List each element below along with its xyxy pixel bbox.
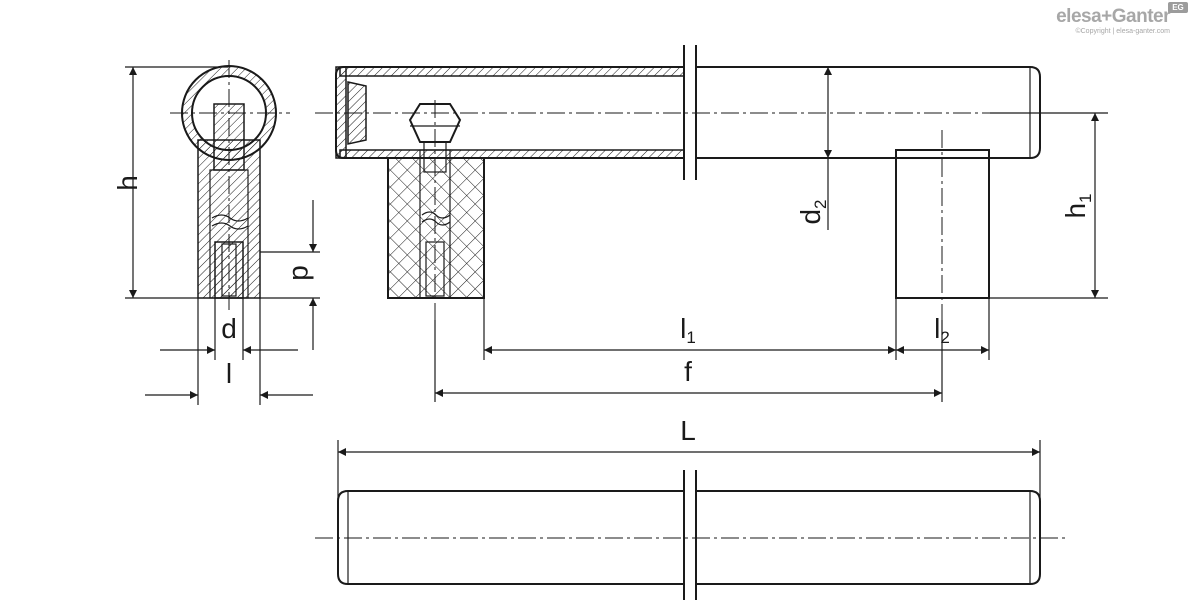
dim-h-label: h — [112, 175, 143, 191]
logo-badge: EG — [1168, 2, 1188, 13]
side-view: h p d l — [112, 60, 320, 405]
front-view: d2 h1 l1 l2 f — [315, 45, 1108, 402]
dim-L-label: L — [680, 415, 696, 446]
dim-h1-label: h1 — [1060, 193, 1095, 218]
nut — [408, 103, 462, 143]
left-leg — [387, 157, 485, 299]
top-view: L — [315, 415, 1065, 600]
elesa-ganter-logo: elesa+Ganter ©Copyright | elesa-ganter.c… — [1030, 2, 1188, 35]
dim-f-label: f — [684, 356, 692, 387]
logo-name: elesa+Ganter — [1056, 6, 1170, 27]
dim-d2-label: d2 — [795, 199, 830, 224]
dim-p-label: p — [282, 265, 313, 281]
logo-copyright: ©Copyright | elesa-ganter.com — [1075, 28, 1170, 35]
dim-l2-label: l2 — [934, 313, 950, 347]
dim-l1-label: l1 — [680, 313, 696, 347]
dim-d-label: d — [221, 313, 237, 344]
dim-l-label: l — [226, 358, 232, 389]
